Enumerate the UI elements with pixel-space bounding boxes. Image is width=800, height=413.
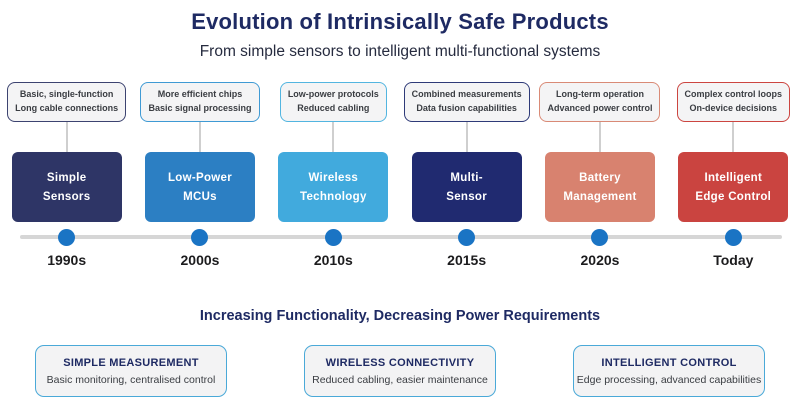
era-box: Intelligent Edge Control	[678, 152, 789, 222]
timeline-dot	[458, 229, 476, 246]
era-callout: Basic, single-function Long cable connec…	[7, 82, 127, 122]
era-callout: Complex control loops On-device decision…	[676, 82, 791, 122]
era-box-line: Low-Power	[167, 171, 232, 184]
callout-connector	[732, 122, 735, 152]
era-callout: More efficient chips Basic signal proces…	[140, 82, 260, 122]
footer-card-title: SIMPLE MEASUREMENT	[63, 356, 199, 369]
timeline-dot	[191, 229, 209, 246]
era-box-line: Management	[563, 190, 637, 203]
footer-card-wireless-connectivity: WIRELESS CONNECTIVITY Reduced cabling, e…	[304, 345, 496, 397]
era-year-label: 1990s	[47, 252, 87, 268]
era-box-line: MCUs	[183, 190, 217, 203]
callout-line: Advanced power control	[547, 103, 653, 113]
timeline-zone: Basic, single-function Long cable connec…	[0, 82, 800, 268]
era-box-line: Multi-	[450, 171, 483, 184]
era-column-2020s: Long-term operation Advanced power contr…	[533, 82, 666, 268]
era-box-line: Intelligent	[704, 171, 763, 184]
era-column-2010s: Low-power protocols Reduced cabling Wire…	[267, 82, 400, 268]
era-box: Battery Management	[544, 152, 655, 222]
era-year-label: 2020s	[580, 252, 620, 268]
footer-card-title: INTELLIGENT CONTROL	[601, 356, 737, 369]
era-column-2000s: More efficient chips Basic signal proces…	[133, 82, 266, 268]
callout-connector	[332, 122, 335, 152]
callout-connector	[465, 122, 468, 152]
era-box-line: Simple	[46, 171, 87, 184]
era-callout: Combined measurements Data fusion capabi…	[403, 82, 530, 122]
footer-card-subtitle: Reduced cabling, easier maintenance	[312, 373, 488, 386]
callout-line: Reduced cabling	[297, 103, 370, 113]
era-column-today: Complex control loops On-device decision…	[667, 82, 800, 268]
callout-line: Long-term operation	[555, 89, 644, 100]
era-box-line: Technology	[299, 190, 367, 203]
era-box: Low-Power MCUs	[144, 152, 255, 222]
era-box-line: Edge Control	[695, 190, 772, 203]
page-subtitle: From simple sensors to intelligent multi…	[199, 43, 601, 60]
callout-connector	[598, 122, 601, 152]
callout-connector	[65, 122, 68, 152]
era-year-label: 2010s	[313, 252, 353, 268]
callout-line: More efficient chips	[157, 89, 243, 100]
timeline-dot	[724, 229, 742, 246]
footer-cards: SIMPLE MEASUREMENT Basic monitoring, cen…	[0, 345, 800, 397]
callout-line: Data fusion capabilities	[416, 103, 517, 113]
footer-card-subtitle: Basic monitoring, centralised control	[46, 373, 216, 386]
era-year-label: 2000s	[180, 252, 220, 268]
footer-card-intelligent-control: INTELLIGENT CONTROL Edge processing, adv…	[573, 345, 765, 397]
callout-line: Complex control loops	[684, 89, 783, 100]
era-column-2015s: Combined measurements Data fusion capabi…	[400, 82, 533, 268]
era-box: Simple Sensors	[11, 152, 122, 222]
era-box-line: Sensor	[446, 190, 488, 203]
timeline-eras: Basic, single-function Long cable connec…	[0, 82, 800, 268]
era-box: Multi- Sensor	[411, 152, 522, 222]
callout-line: Combined measurements	[411, 89, 522, 100]
callout-connector	[198, 122, 201, 152]
callout-line: Basic signal processing	[148, 103, 252, 113]
era-box-line: Sensors	[42, 190, 91, 203]
callout-line: Basic, single-function	[19, 89, 114, 100]
footer-card-simple-measurement: SIMPLE MEASUREMENT Basic monitoring, cen…	[35, 345, 227, 397]
footer-card-subtitle: Edge processing, advanced capabilities	[576, 373, 762, 386]
callout-line: Low-power protocols	[287, 89, 379, 100]
era-box: Wireless Technology	[278, 152, 389, 222]
timeline-rail	[20, 235, 782, 239]
timeline-dot	[324, 229, 342, 246]
era-callout: Low-power protocols Reduced cabling	[279, 82, 387, 122]
era-callout: Long-term operation Advanced power contr…	[539, 82, 661, 122]
footer-card-title: WIRELESS CONNECTIVITY	[325, 356, 475, 369]
timeline-dot	[591, 229, 609, 246]
era-box-line: Battery	[579, 171, 621, 184]
timeline-dot	[58, 229, 76, 246]
page-title: Evolution of Intrinsically Safe Products	[191, 9, 609, 34]
era-year-label: 2015s	[447, 252, 487, 268]
callout-line: On-device decisions	[689, 103, 778, 113]
era-box-line: Wireless	[308, 171, 359, 184]
era-year-label: Today	[713, 252, 754, 268]
footer-heading: Increasing Functionality, Decreasing Pow…	[199, 308, 601, 324]
callout-line: Long cable connections	[15, 103, 119, 113]
era-column-1990s: Basic, single-function Long cable connec…	[0, 82, 133, 268]
